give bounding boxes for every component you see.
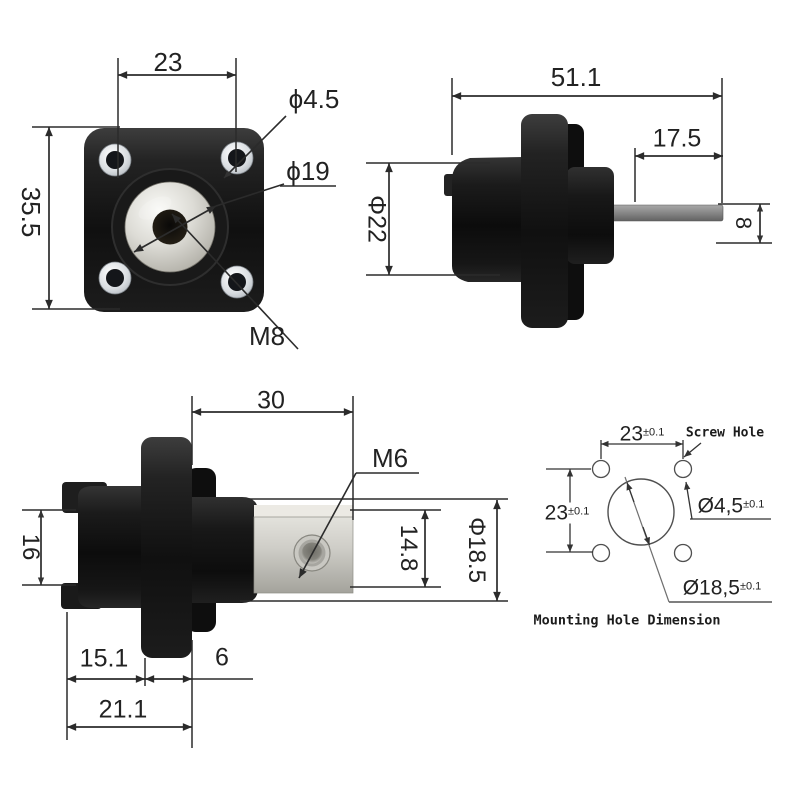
screw-hole-label: Screw Hole xyxy=(685,425,765,441)
front-dim-thread: M8 xyxy=(248,321,286,351)
mounting-dim-pitch-horizontal: 23±0.1 xyxy=(620,424,665,445)
mounting-hole-diagram xyxy=(546,440,772,603)
front-dim-screw-dia: ϕ4.5 xyxy=(288,84,340,114)
screw-dia-tolerance: ±0.1 xyxy=(743,498,765,511)
pitch-vertical-tolerance: ±0.1 xyxy=(568,505,590,518)
rear-dim-socket-height: 16 xyxy=(17,533,44,561)
pitch-horizontal-tolerance: ±0.1 xyxy=(643,426,665,439)
side-dim-total-length: 51.1 xyxy=(550,62,602,92)
center-dia-tolerance: ±0.1 xyxy=(739,580,762,593)
center-dia-value: Ø18,5 xyxy=(682,576,740,600)
front-dim-hole-pitch: 23 xyxy=(153,47,183,77)
pitch-horizontal-value: 23 xyxy=(619,422,644,446)
rear-dim-tab-width: 14.8 xyxy=(395,524,422,572)
rear-dim-flange-thickness: 6 xyxy=(215,643,229,672)
side-dim-body-dia: Φ22 xyxy=(362,195,391,243)
rear-view-photo xyxy=(61,437,354,658)
screw-dia-value: Ø4,5 xyxy=(697,494,744,518)
side-view-photo xyxy=(444,114,724,328)
rear-dim-tab-length: 30 xyxy=(257,386,285,415)
side-dim-pin-width: 8 xyxy=(731,216,756,230)
side-dim-pin-length: 17.5 xyxy=(652,124,702,153)
front-dim-flange-height: 35.5 xyxy=(16,186,46,238)
pitch-vertical-value: 23 xyxy=(544,501,569,525)
front-view-dimensions xyxy=(32,58,336,350)
mounting-dim-screw-dia: Ø4,5±0.1 xyxy=(695,494,767,518)
mounting-diagram-caption: Mounting Hole Dimension xyxy=(533,612,721,629)
mounting-dim-pitch-vertical: 23±0.1 xyxy=(542,501,592,525)
mounting-dim-center-dia: Ø18,5±0.1 xyxy=(680,576,764,600)
rear-dim-total-depth: 21.1 xyxy=(98,695,148,724)
rear-dim-neck-dia: Φ18.5 xyxy=(463,517,490,583)
rear-dim-thread: M6 xyxy=(371,443,409,473)
side-view-dimensions xyxy=(366,78,772,276)
rear-view-dimensions xyxy=(22,396,508,748)
front-dim-terminal-dia: ϕ19 xyxy=(286,156,330,186)
rear-dim-body-depth: 15.1 xyxy=(79,644,129,673)
